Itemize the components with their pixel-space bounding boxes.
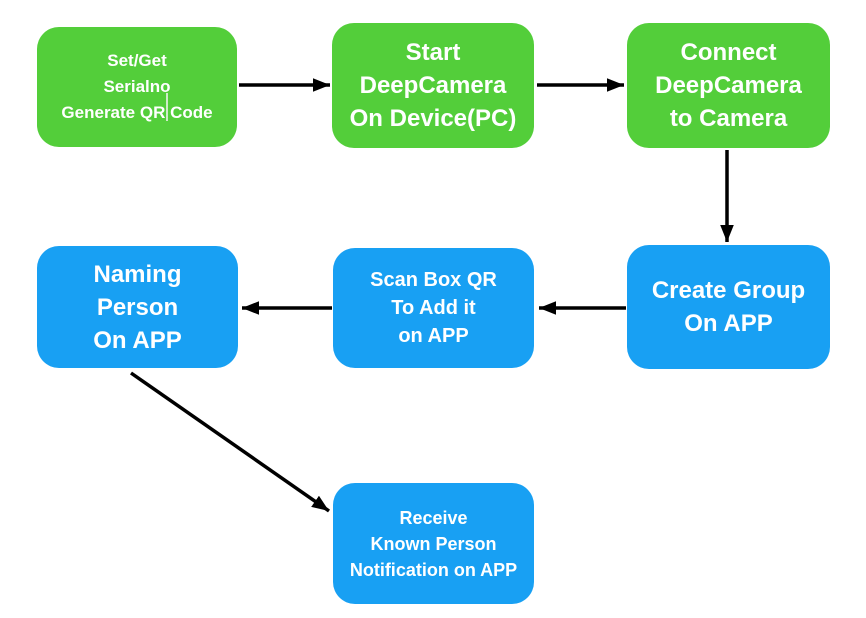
- node-line: Set/Get: [107, 51, 167, 70]
- node-line: On APP: [93, 326, 182, 354]
- arrow-naming-to-receive: [129, 371, 331, 513]
- node-line: Person: [96, 293, 179, 321]
- text-cursor: [166, 93, 168, 121]
- node-set-get-serialno: Set/Get Serialno Generate QR Code: [37, 27, 237, 147]
- node-naming-person: Naming Person On APP: [37, 246, 238, 368]
- node-line: On APP: [684, 310, 773, 337]
- node-connect-deepcamera: Connect DeepCamera to Camera: [627, 23, 830, 148]
- node-line: Create Group: [651, 277, 806, 304]
- node-start-deepcamera: Start DeepCamera On Device(PC): [332, 23, 534, 148]
- node-create-group: Create Group On APP: [627, 245, 830, 369]
- node-receive-notification: Receive Known Person Notification on APP: [333, 483, 534, 604]
- node-line: Known Person: [370, 533, 497, 554]
- node-line: Receive: [399, 507, 468, 528]
- node-line: On Device(PC): [349, 105, 517, 132]
- node-scan-box-qr: Scan Box QR To Add it on APP: [333, 248, 534, 368]
- node-line: on APP: [398, 325, 469, 347]
- node-line: DeepCamera: [655, 72, 802, 99]
- node-line: Notification on APP: [349, 559, 518, 580]
- node-line: Scan Box QR: [370, 269, 497, 291]
- node-line: Serialno: [103, 77, 171, 96]
- node-line: Generate QR Code: [61, 103, 213, 122]
- node-line: to Camera: [669, 105, 788, 132]
- node-line: Start: [405, 39, 461, 66]
- node-line: DeepCamera: [359, 72, 507, 99]
- node-line: To Add it: [391, 297, 476, 319]
- node-line: Connect: [680, 39, 777, 66]
- node-line: Naming: [93, 260, 182, 288]
